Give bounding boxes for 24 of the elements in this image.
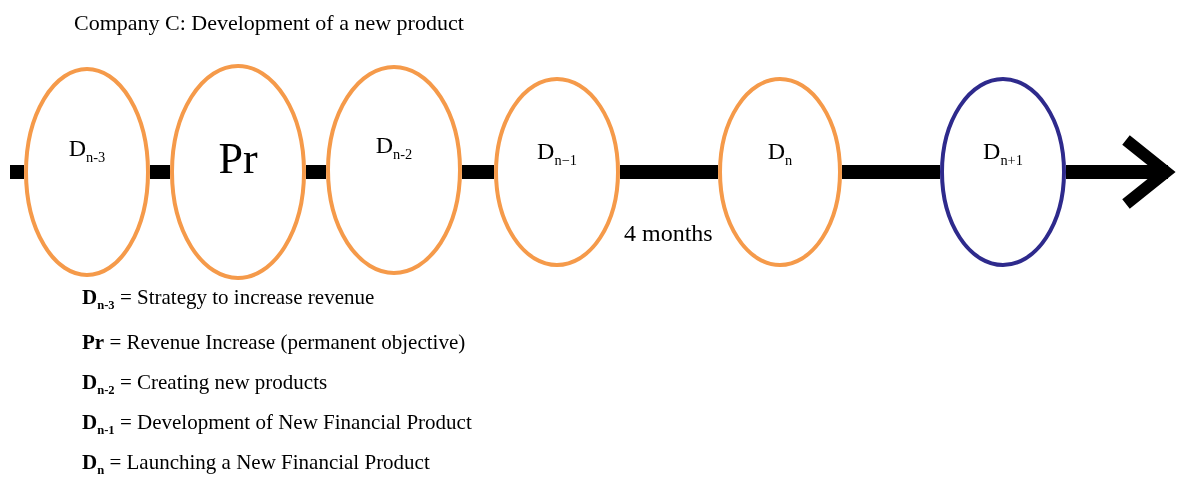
title: Company C: Development of a new product [74,10,464,36]
definition-text: D$_{n-1}$ = Development of New Financial Product [82,410,472,439]
timeline-segment [306,165,326,179]
ellipse-node [326,65,462,275]
timeline-segment [462,165,494,179]
ellipse-node [170,64,306,280]
definition-text: D$_{n-2}$ = Creating new products [82,370,328,399]
node-label: D$_{n−1}$ [536,138,578,169]
definition-text: Pr = Revenue Increase (permanent objective) [82,330,466,355]
timeline-segment [10,165,24,179]
timeline-segment [620,165,718,179]
definition-text: D$_{n}$ = Launching a New Financial Product [82,450,430,479]
node-label: Pr [217,133,259,184]
node-label: D$_{n-3}$ [67,135,107,166]
node-label: D$_{n-2}$ [374,132,414,163]
ellipse-node [718,77,842,267]
ellipse-node [494,77,620,267]
timeline-segment [842,165,940,179]
node-label: D$_{n}$ [766,138,794,169]
ellipse-node [940,77,1066,267]
definition-text: D$_{n-3}$ = Strategy to increase revenue [82,285,375,314]
node-label: D$_{n+1}$ [982,138,1024,169]
ellipse-node [24,67,150,277]
timeline-segment [150,165,170,179]
